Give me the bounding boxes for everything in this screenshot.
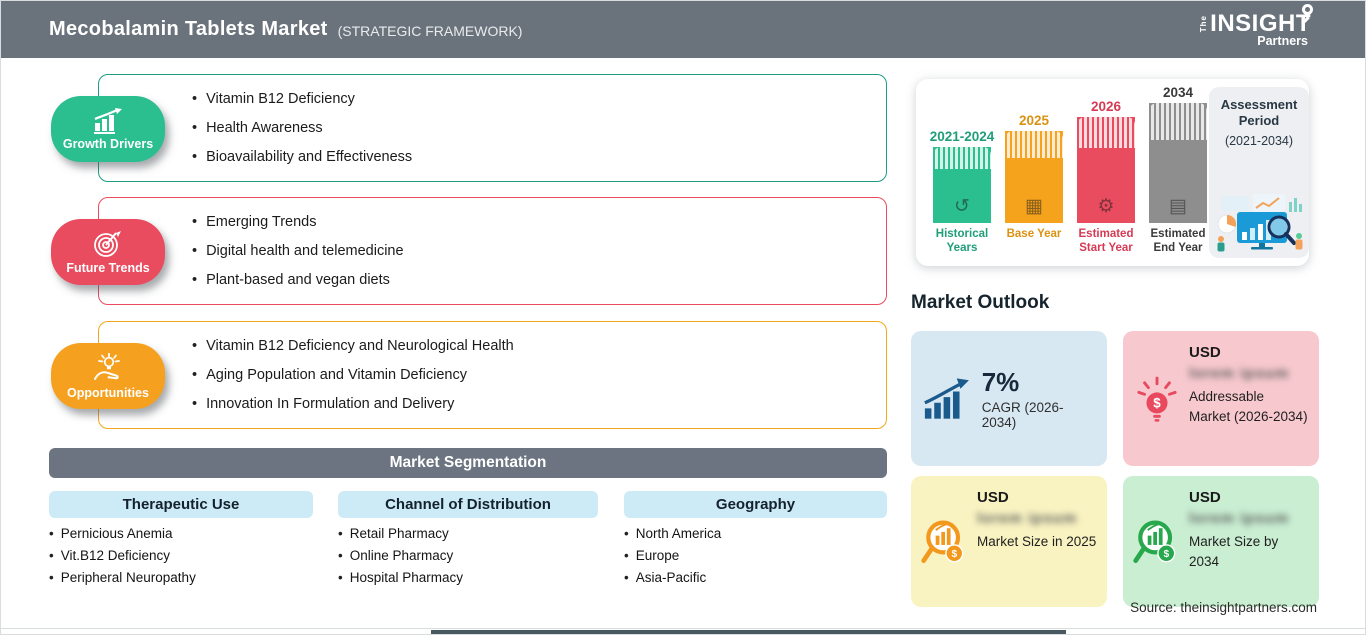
segment-item: Vit.B12 Deficiency [49,548,196,563]
segment-item: Retail Pharmacy [338,526,463,541]
assessment-range: (2021-2034) [1224,133,1294,148]
timeline-card: 2021-2024 ↺ Historical Years 2025 ▦ Base… [916,79,1309,266]
timeline-bar-group: 2034 ▤ Estimated End Year [1147,85,1209,258]
analytics-illustration [1217,194,1303,252]
logo-partners-text: Partners [1257,33,1308,48]
segment-item: Asia-Pacific [624,570,721,585]
cagr-value: 7% [981,367,1020,397]
card-label: Market Size by 2034 [1189,534,1279,569]
segment-item: North America [624,526,722,541]
cagr-card: 7% CAGR (2026-2034) [911,331,1107,466]
logo-insight-text: INSIGHT [1210,9,1311,37]
timeline-year-label: 2025 [1018,113,1050,128]
timeline-bar-label: Historical Years [935,228,989,254]
bullet-item: Digital health and telemedicine [192,243,404,259]
market-size-2025-card: $ USD lorem ipsum Market Size in 2025 [911,476,1107,607]
bullet-item: Innovation In Formulation and Delivery [192,396,514,412]
future-trends-badge: Future Trends [51,219,165,285]
assessment-title: Assessment Period [1220,97,1298,129]
segment-list-therapeutic-use: Pernicious Anemia Vit.B12 Deficiency Per… [49,526,196,585]
opportunities-box: Vitamin B12 Deficiency and Neurological … [98,321,887,429]
gear-icon: ⚙ [1097,196,1115,217]
segment-list-channel: Retail Pharmacy Online Pharmacy Hospital… [338,526,463,585]
timeline-bar-label: Estimated Start Year [1078,228,1134,254]
bottom-divider [1,628,1365,629]
market-segmentation-header: Market Segmentation [49,448,887,478]
history-icon: ↺ [954,196,970,217]
segment-column-header-therapeutic-use: Therapeutic Use [49,491,313,518]
badge-label: Future Trends [66,260,150,275]
redacted-value: lorem ipsum [1189,510,1290,527]
market-outlook-title: Market Outlook [911,292,1050,313]
presentation-icon: ▤ [1169,196,1187,217]
svg-text:$: $ [1153,396,1161,411]
segment-column-header-geography: Geography [624,491,887,518]
bulb-dollar-icon: $ [1137,376,1177,422]
timeline-bar-group: 2026 ⚙ Estimated Start Year [1075,99,1137,258]
svg-text:$: $ [951,549,957,560]
cagr-chart-icon [924,377,969,419]
timeline-bar-label: Estimated End Year [1150,228,1206,254]
redacted-value: lorem ipsum [977,510,1078,527]
bottom-bar [431,630,1066,634]
timeline-year-label: 2021-2024 [929,129,995,144]
page-title: Mecobalamin Tablets Market [49,18,328,40]
badge-label: Opportunities [67,385,149,400]
badge-label: Growth Drivers [62,136,154,151]
bullet-item: Aging Population and Vitamin Deficiency [192,367,514,383]
calendar-icon: ▦ [1025,196,1043,217]
svg-text:$: $ [1163,549,1169,560]
bullet-item: Vitamin B12 Deficiency [192,91,412,107]
segment-item: Online Pharmacy [338,548,463,563]
bullet-item: Health Awareness [192,120,412,136]
timeline-bar-group: 2021-2024 ↺ Historical Years [929,129,995,258]
page-subtitle: (STRATEGIC FRAMEWORK) [337,22,523,39]
timeline-bar: ▤ [1149,103,1207,223]
timeline-bar: ▦ [1005,131,1063,223]
bulb-hand-icon [94,352,120,380]
cagr-label: CAGR (2026-2034) [981,400,1064,430]
timeline-bar: ⚙ [1077,117,1135,223]
bullet-item: Bioavailability and Effectiveness [192,149,412,165]
segment-item: Europe [624,548,721,563]
timeline-bar-group: 2025 ▦ Base Year [1003,113,1065,258]
magnifier-chart-icon-green: $ [1133,520,1176,564]
target-icon [94,230,121,257]
header-bar: Mecobalamin Tablets Market (STRATEGIC FR… [1,1,1365,58]
bullet-item: Plant-based and vegan diets [192,272,404,288]
redacted-value: lorem ipsum [1189,365,1290,382]
card-label: Addressable Market (2026-2034) [1189,389,1308,424]
market-size-2034-card: $ USD lorem ipsum Market Size by 2034 [1123,476,1319,607]
insight-partners-logo: The INSIGHT Partners [1199,3,1313,48]
timeline-year-label: 2026 [1090,99,1122,114]
timeline-year-label: 2034 [1162,85,1194,100]
currency-label: USD [1189,489,1221,506]
addressable-market-card: $ USD lorem ipsum Addressable Market (20… [1123,331,1319,466]
segment-list-geography: North America Europe Asia-Pacific [624,526,722,585]
bullet-item: Vitamin B12 Deficiency and Neurological … [192,338,514,354]
timeline-bar-label: Base Year [1006,228,1062,240]
logo-the-text: The [1199,14,1209,33]
opportunities-badge: Opportunities [51,343,165,409]
segment-item: Peripheral Neuropathy [49,570,196,585]
timeline-bar: ↺ [933,147,991,223]
segment-item: Hospital Pharmacy [338,570,463,585]
segment-item: Pernicious Anemia [49,526,196,541]
assessment-panel: Assessment Period (2021-2034) [1209,87,1309,258]
bullet-item: Emerging Trends [192,214,404,230]
future-trends-box: Emerging Trends Digital health and telem… [98,197,887,305]
growth-drivers-box: Vitamin B12 Deficiency Health Awareness … [98,74,887,182]
segment-column-header-channel: Channel of Distribution [338,491,598,518]
source-text: Source: theinsightpartners.com [1130,600,1317,615]
currency-label: USD [1189,344,1221,361]
growth-drivers-badge: Growth Drivers [51,96,165,162]
card-label: Market Size in 2025 [977,534,1097,549]
currency-label: USD [977,489,1009,506]
growth-chart-icon [94,107,122,134]
magnifier-chart-icon-orange: $ [921,520,964,564]
